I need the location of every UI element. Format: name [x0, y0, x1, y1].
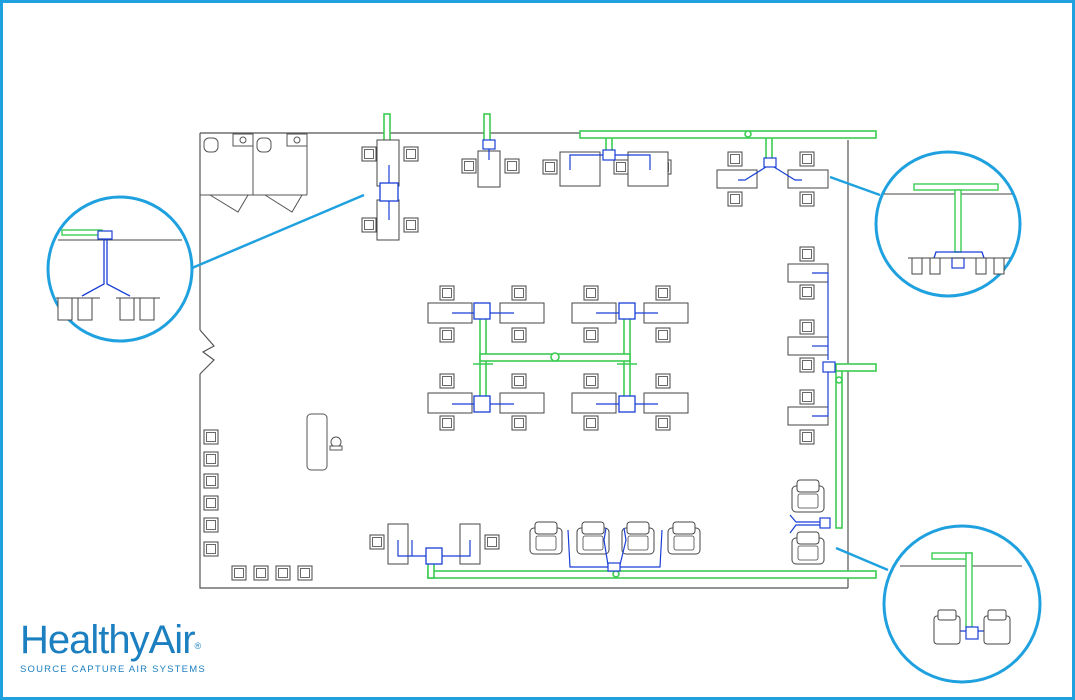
healthyair-logo: HealthyAir® SOURCE CAPTURE AIR SYSTEMS	[20, 618, 280, 688]
pod-center-ne	[571, 285, 689, 343]
waiting-chairs	[203, 429, 313, 581]
right-wall-stations	[787, 246, 836, 445]
reception-desk	[306, 413, 343, 471]
pod-top-left	[361, 139, 419, 241]
callout-right-top	[874, 150, 1022, 298]
bottom-salon-chairs	[529, 521, 701, 572]
logo-word-healthy: Healthy	[20, 618, 150, 662]
logo-word-air: Air	[148, 618, 196, 662]
pod-center-se	[571, 373, 689, 431]
pod-center-sw	[427, 373, 545, 431]
right-salon-chairs	[789, 479, 831, 565]
pod-top-right	[716, 151, 829, 207]
logo-registered-mark: ®	[194, 641, 202, 651]
callout-leaders	[191, 175, 889, 572]
callout-right-bottom	[882, 524, 1042, 684]
pod-bottom-left	[369, 523, 500, 565]
pod-center-nw	[427, 285, 545, 343]
pod-top-middle	[461, 139, 520, 188]
pod-top-center	[542, 149, 672, 187]
callout-left	[46, 195, 194, 343]
logo-wordmark: HealthyAir®	[20, 618, 280, 662]
logo-tagline: SOURCE CAPTURE AIR SYSTEMS	[20, 664, 206, 675]
restrooms	[200, 133, 308, 213]
